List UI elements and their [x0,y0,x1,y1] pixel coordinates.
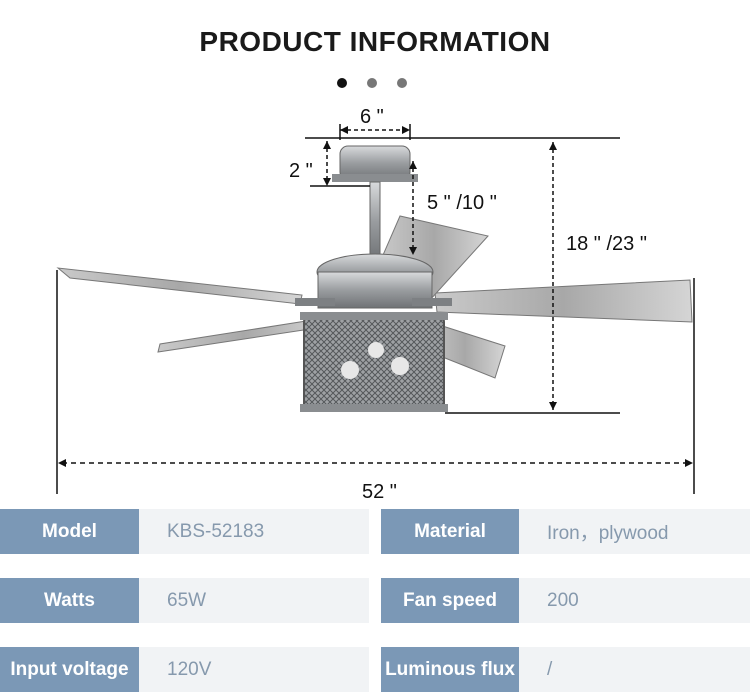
spec-label: Fan speed [381,578,519,623]
carousel-dot-2[interactable] [367,78,377,88]
spec-label: Input voltage [0,647,139,692]
fan-blade [56,267,303,305]
spec-label: Luminous flux [381,647,519,692]
dimension-span: 52 " [362,481,397,500]
fan-dimension-diagram: 6 " 2 " 5 " /10 " 18 " /23 " 52 " [56,106,695,500]
spec-label: Material [381,509,519,554]
spec-value: 65W [139,578,369,623]
carousel-dot-1[interactable] [337,78,347,88]
carousel-dots [337,78,407,88]
spec-label: Watts [0,578,139,623]
page-title: PRODUCT INFORMATION [199,26,551,57]
fan-blade [434,279,693,323]
spec-value: / [519,647,750,692]
spec-value: 120V [139,647,369,692]
spec-value: KBS-52183 [139,509,369,554]
dimension-total-height: 18 " /23 " [566,233,647,255]
dimension-canopy-width: 6 " [360,106,384,128]
ceiling-fan-illustration [56,145,693,412]
spec-row: Input voltage 120V Luminous flux / [0,647,750,692]
downrod [369,181,381,261]
spec-value: 200 [519,578,750,623]
spec-value: Iron，plywood [519,509,750,554]
light-cage [303,315,445,411]
spec-label: Model [0,509,139,554]
spec-row: Model KBS-52183 Material Iron，plywood [0,509,750,554]
spec-row: Watts 65W Fan speed 200 [0,578,750,623]
dimension-canopy-height: 2 " [289,160,313,182]
dimension-downrod: 5 " /10 " [427,192,497,214]
carousel-dot-3[interactable] [397,78,407,88]
